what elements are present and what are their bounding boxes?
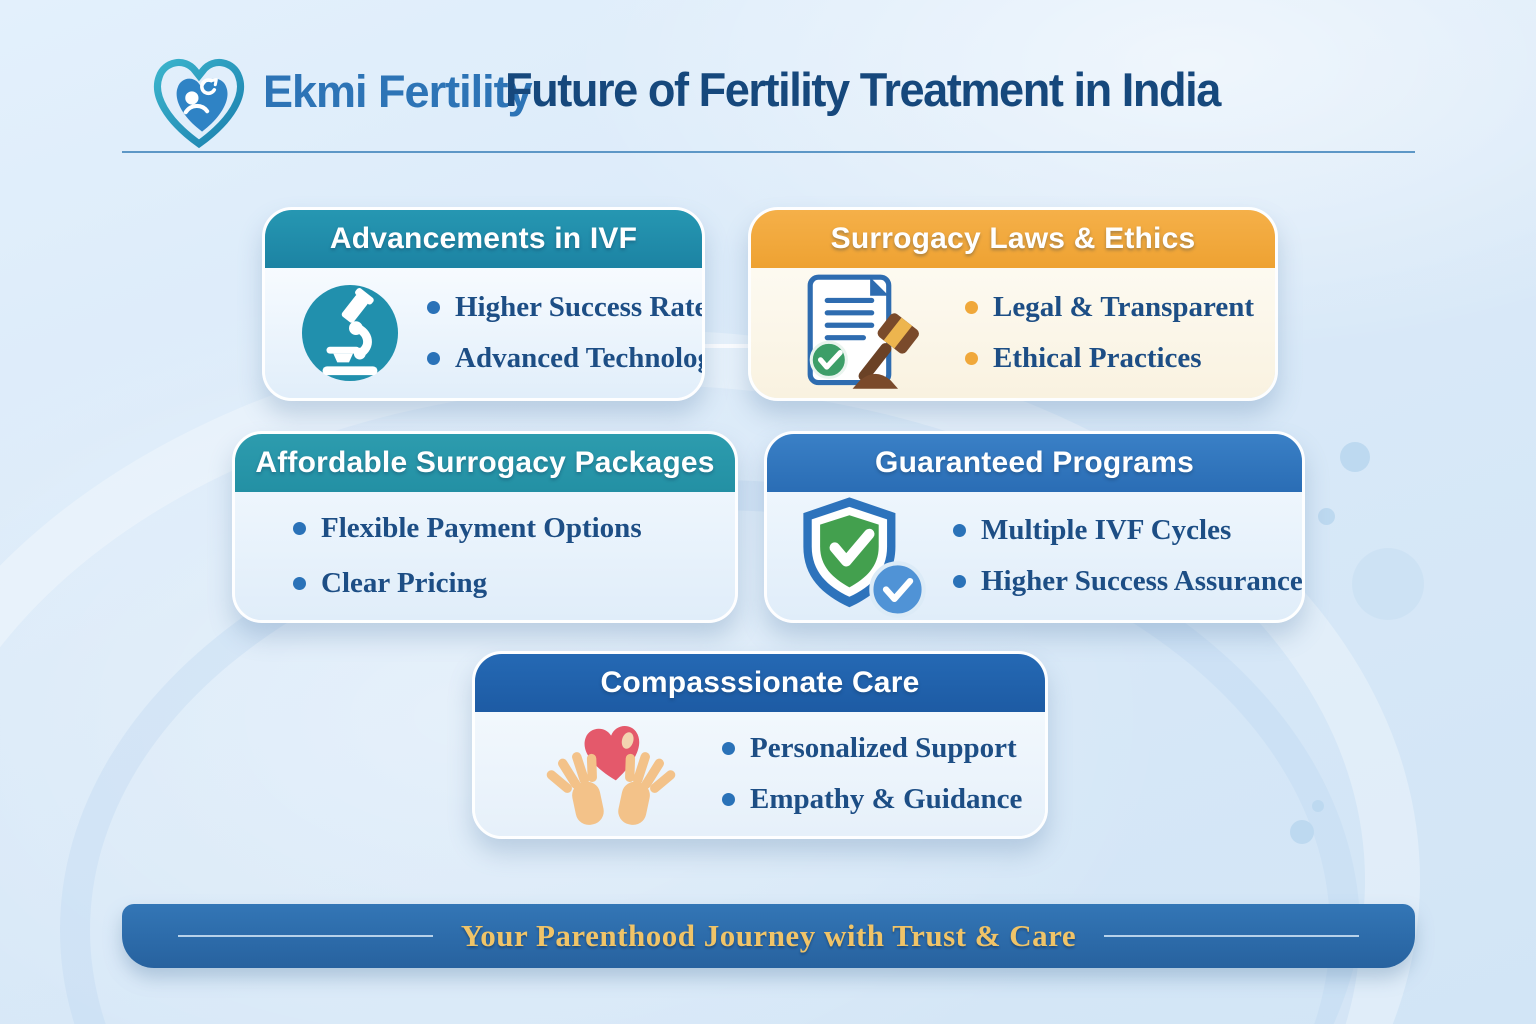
list-item: Clear Pricing bbox=[293, 567, 642, 600]
decorative-bubble bbox=[1318, 508, 1335, 525]
card-body: Personalized Support Empathy & Guidance bbox=[475, 712, 1045, 836]
card-title: Compasssionate Care bbox=[600, 666, 920, 699]
list-item: Advanced Technologies bbox=[427, 342, 702, 375]
list-item: Multiple IVF Cycles bbox=[953, 514, 1302, 547]
bullet-dot bbox=[965, 352, 978, 365]
bullet-dot bbox=[722, 793, 735, 806]
bullet-list: Legal & Transparent Ethical Practices bbox=[965, 291, 1254, 375]
card-body: Higher Success Rates Advanced Technologi… bbox=[265, 268, 702, 398]
banner-rule-left bbox=[177, 935, 433, 937]
footer-banner: Your Parenthood Journey with Trust & Car… bbox=[122, 904, 1415, 968]
banner-rule-right bbox=[1104, 935, 1360, 937]
card-header: Surrogacy Laws & Ethics bbox=[751, 210, 1275, 268]
microscope-icon bbox=[301, 284, 399, 382]
card-body: Legal & Transparent Ethical Practices bbox=[751, 268, 1275, 398]
card-body: Flexible Payment Options Clear Pricing bbox=[235, 492, 735, 620]
bullet-dot bbox=[722, 742, 735, 755]
card-header: Guaranteed Programs bbox=[767, 434, 1302, 492]
list-item: Legal & Transparent bbox=[965, 291, 1254, 324]
card-header: Affordable Surrogacy Packages bbox=[235, 434, 735, 492]
list-item: Personalized Support bbox=[722, 732, 1022, 765]
card-title: Surrogacy Laws & Ethics bbox=[830, 222, 1196, 255]
bullet-dot bbox=[953, 524, 966, 537]
card-body: Multiple IVF Cycles Higher Success Assur… bbox=[767, 492, 1302, 620]
card-affordable-surrogacy-packages: Affordable Surrogacy Packages Flexible P… bbox=[232, 431, 738, 623]
card-header: Advancements in IVF bbox=[265, 210, 702, 268]
decorative-bubble bbox=[1352, 548, 1424, 620]
heart-family-logo-icon bbox=[142, 44, 256, 156]
list-item: Ethical Practices bbox=[965, 342, 1254, 375]
bullet-dot bbox=[953, 575, 966, 588]
bullet-list: Flexible Payment Options Clear Pricing bbox=[293, 512, 642, 600]
legal-document-gavel-icon bbox=[791, 271, 941, 395]
page-title: Future of Fertility Treatment in India bbox=[505, 63, 1221, 116]
list-item: Flexible Payment Options bbox=[293, 512, 642, 545]
header-divider bbox=[122, 151, 1415, 153]
bullet-dot bbox=[965, 301, 978, 314]
bullet-dot bbox=[293, 577, 306, 590]
card-advancements-in-ivf: Advancements in IVF bbox=[262, 207, 705, 401]
card-surrogacy-laws-ethics: Surrogacy Laws & Ethics bbox=[748, 207, 1278, 401]
hands-heart-icon bbox=[545, 713, 677, 835]
bullet-list: Multiple IVF Cycles Higher Success Assur… bbox=[953, 514, 1302, 598]
card-title: Guaranteed Programs bbox=[875, 446, 1194, 479]
decorative-bubble bbox=[1290, 820, 1314, 844]
list-item: Higher Success Rates bbox=[427, 291, 702, 324]
card-connector-line bbox=[703, 344, 751, 348]
shield-check-icon bbox=[795, 493, 931, 619]
list-item: Empathy & Guidance bbox=[722, 783, 1022, 816]
bullet-dot bbox=[427, 352, 440, 365]
bullet-dot bbox=[293, 522, 306, 535]
brand-name: Ekmi Fertility bbox=[263, 66, 533, 117]
bullet-dot bbox=[427, 301, 440, 314]
banner-tagline: Your Parenthood Journey with Trust & Car… bbox=[460, 918, 1077, 953]
card-compassionate-care: Compasssionate Care bbox=[472, 651, 1048, 839]
card-title: Advancements in IVF bbox=[329, 222, 638, 255]
bullet-list: Personalized Support Empathy & Guidance bbox=[722, 732, 1022, 816]
decorative-bubble bbox=[1312, 800, 1324, 812]
card-header: Compasssionate Care bbox=[475, 654, 1045, 712]
card-title: Affordable Surrogacy Packages bbox=[255, 446, 715, 479]
list-item: Higher Success Assurance bbox=[953, 565, 1302, 598]
bullet-list: Higher Success Rates Advanced Technologi… bbox=[427, 291, 702, 375]
card-guaranteed-programs: Guaranteed Programs Multiple IVF Cycles bbox=[764, 431, 1305, 623]
decorative-bubble bbox=[1340, 442, 1370, 472]
